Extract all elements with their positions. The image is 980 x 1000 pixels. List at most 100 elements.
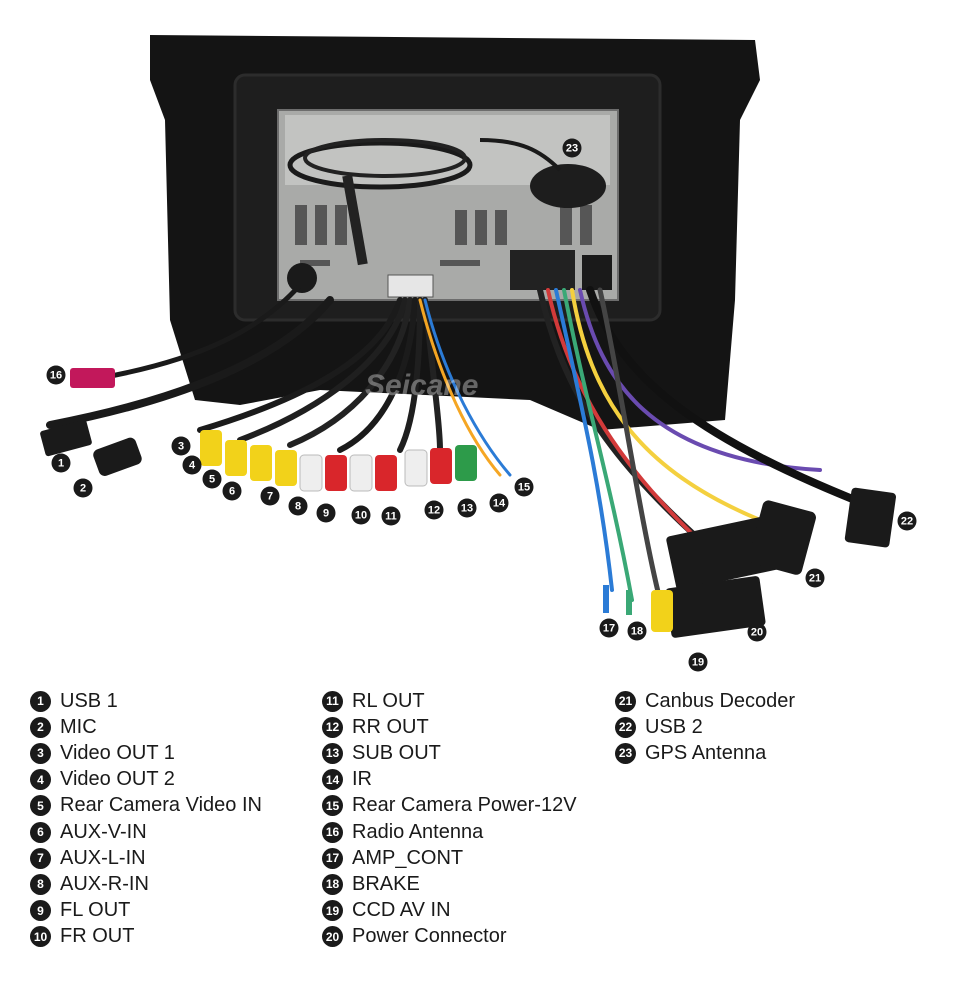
callout-marker-2 (73, 478, 93, 498)
legend-number-badge: 10 (30, 926, 51, 948)
callout-number: 20 (751, 627, 763, 639)
callout-number: 13 (461, 503, 473, 515)
legend-label: AUX-R-IN (60, 872, 149, 895)
coiled-cable (287, 140, 473, 190)
iso-connector-bottom (665, 576, 766, 638)
callout-marker-18 (627, 621, 647, 641)
callout-number: 19 (692, 657, 704, 669)
legend-label: AUX-V-IN (60, 820, 147, 843)
legend-number-badge: 3 (30, 742, 51, 764)
legend-label: Rear Camera Power-12V (352, 794, 577, 817)
callout-number: 14 (493, 498, 506, 510)
legend-label: Video OUT 1 (60, 741, 175, 764)
callout-marker-7 (260, 486, 280, 506)
legend-label: Radio Antenna (352, 820, 484, 843)
legend-item: 3 Video OUT 1 (30, 740, 360, 766)
legend-label: FR OUT (60, 925, 135, 948)
callout-marker-13 (457, 498, 477, 518)
legend-label: Canbus Decoder (645, 689, 796, 712)
callout-marker-16 (46, 365, 66, 385)
legend-label: IR (352, 768, 372, 791)
legend-item: 10 FR OUT (30, 924, 360, 950)
callout-marker-22 (897, 511, 917, 531)
callout-number: 9 (323, 508, 329, 520)
callout-number: 10 (355, 510, 367, 522)
legend-number-badge: 17 (322, 847, 343, 869)
callout-marker-11 (381, 506, 401, 526)
ccd-av-in-plug (651, 590, 673, 632)
radio-wifi-antenna (342, 174, 368, 266)
callout-number: 23 (566, 143, 578, 155)
callout-marker-15 (514, 477, 534, 497)
legend-number-badge: 21 (615, 690, 636, 712)
callout-marker-9 (316, 503, 336, 523)
legend-number-badge: 12 (322, 716, 343, 738)
legend-number-badge: 2 (30, 716, 51, 738)
callout-marker-14 (489, 493, 509, 513)
callout-marker-20 (747, 622, 767, 642)
legend-label: Video OUT 2 (60, 768, 175, 791)
legend-number-badge: 19 (322, 900, 343, 922)
legend-number-badge: 18 (322, 873, 343, 895)
legend-number-badge: 22 (615, 716, 636, 738)
callout-number: 12 (428, 505, 440, 517)
usb-2-plug (844, 487, 897, 548)
callout-number: 4 (189, 460, 196, 472)
gps-antenna-puck (530, 164, 606, 208)
legend-item: 12 RR OUT (322, 714, 652, 740)
legend-number-badge: 13 (322, 742, 343, 764)
legend-item: 4 Video OUT 2 (30, 767, 360, 793)
legend-number-badge: 7 (30, 847, 51, 869)
canbus-decoder (748, 500, 816, 575)
legend-item: 7 AUX-L-IN (30, 845, 360, 871)
legend-item: 17 AMP_CONT (322, 845, 652, 871)
legend-label: AUX-L-IN (60, 846, 146, 869)
legend-number-badge: 15 (322, 795, 343, 817)
legend-number-badge: 8 (30, 873, 51, 895)
legend-label: AMP_CONT (352, 846, 464, 869)
callout-number: 3 (178, 441, 184, 453)
legend-item: 1 USB 1 (30, 688, 360, 714)
legend-number-badge: 16 (322, 821, 343, 843)
av-plug (387, 274, 434, 298)
mic-jack (93, 437, 142, 476)
callout-marker-17 (599, 618, 619, 638)
watermark-text: Seicane (365, 369, 478, 402)
legend-label: USB 1 (60, 689, 118, 712)
av-cable-bundle (46, 282, 512, 477)
legend-item: 21 Canbus Decoder (615, 688, 945, 714)
callout-number: 18 (631, 626, 643, 638)
legend-item: 8 AUX-R-IN (30, 871, 360, 897)
legend-number-badge: 14 (322, 769, 343, 791)
legend-number-badge: 23 (615, 742, 636, 764)
legend-item: 14 IR (322, 767, 652, 793)
chassis-vents (295, 205, 592, 266)
legend-label: FL OUT (60, 899, 131, 922)
callout-number: 11 (385, 511, 397, 523)
legend-label: RR OUT (352, 715, 429, 738)
callout-marker-3 (171, 436, 191, 456)
rca-plugs (200, 430, 477, 492)
main-harness-plug (510, 250, 575, 290)
legend-number-badge: 4 (30, 769, 51, 791)
side-plug (582, 255, 612, 290)
callout-marker-5 (202, 469, 222, 489)
callout-number: 15 (518, 482, 530, 494)
callout-number: 7 (267, 491, 273, 503)
callout-number: 22 (901, 516, 913, 528)
legend-number-badge: 1 (30, 690, 51, 712)
legend-number-badge: 5 (30, 795, 51, 817)
callout-number: 21 (809, 573, 821, 585)
